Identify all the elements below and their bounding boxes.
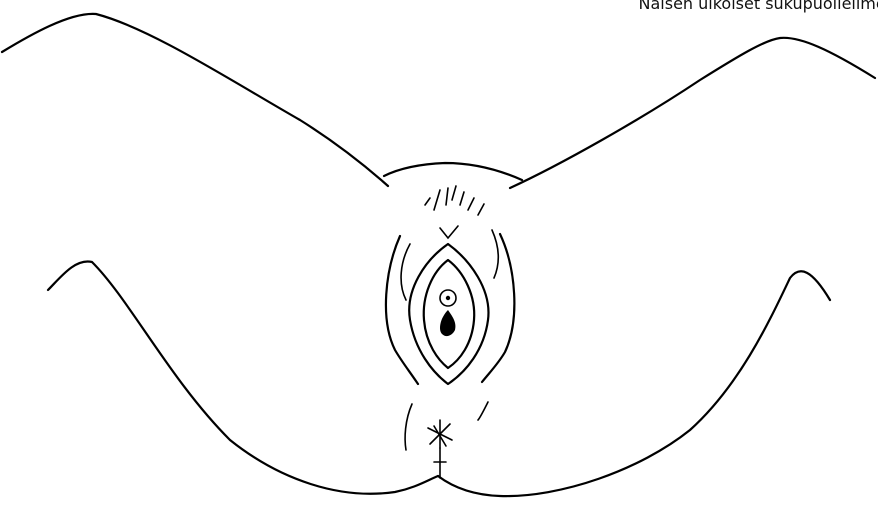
anus: [428, 420, 452, 478]
outer-labia-left: [386, 236, 418, 384]
vaginal-opening: [440, 310, 455, 336]
lower-left-outline: [48, 261, 438, 493]
clitoral-hood: [440, 226, 458, 238]
upper-left-outline: [2, 14, 388, 186]
upper-right-outline: [510, 38, 875, 188]
mons-outline: [384, 163, 522, 180]
outer-line-left-small: [401, 244, 410, 300]
urethral-dot: [446, 296, 450, 300]
perineum-left: [405, 404, 412, 450]
lower-right-outline: [438, 271, 830, 496]
outer-line-right-small: [492, 230, 498, 278]
pubic-hair: [425, 186, 484, 215]
perineum-right: [478, 402, 488, 420]
